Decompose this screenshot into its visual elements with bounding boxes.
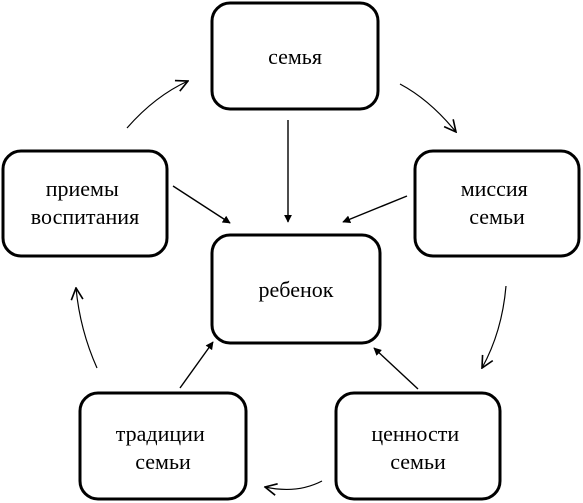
node-traditions-box <box>78 391 248 501</box>
node-values-label: ценности семьи <box>371 421 464 474</box>
cycle-arrow-values-to-traditions <box>265 480 323 489</box>
node-family-box <box>210 1 380 111</box>
cycle-arrow-family-to-mission <box>399 83 456 132</box>
node-methods-label: приемы воспитания <box>31 176 139 229</box>
arrow-methods-to-child <box>172 185 231 224</box>
node-child-box <box>210 233 382 345</box>
node-family-label: семья <box>268 44 322 69</box>
node-values-box <box>334 391 502 501</box>
cycle-arrow-mission-to-values <box>482 285 507 368</box>
arrow-traditions-to-child <box>179 341 214 389</box>
node-child-label: ребенок <box>259 277 334 302</box>
node-methods-box <box>1 149 169 258</box>
node-mission-label: миссия семьи <box>461 176 534 229</box>
arrow-values-to-child <box>373 347 419 390</box>
cycle-arrow-methods-to-family <box>126 81 188 129</box>
node-traditions-label: традиции семьи <box>116 421 210 474</box>
arrow-mission-to-child <box>342 195 408 223</box>
cycle-arrow-traditions-to-methods <box>76 288 98 369</box>
node-mission-box <box>413 149 581 258</box>
